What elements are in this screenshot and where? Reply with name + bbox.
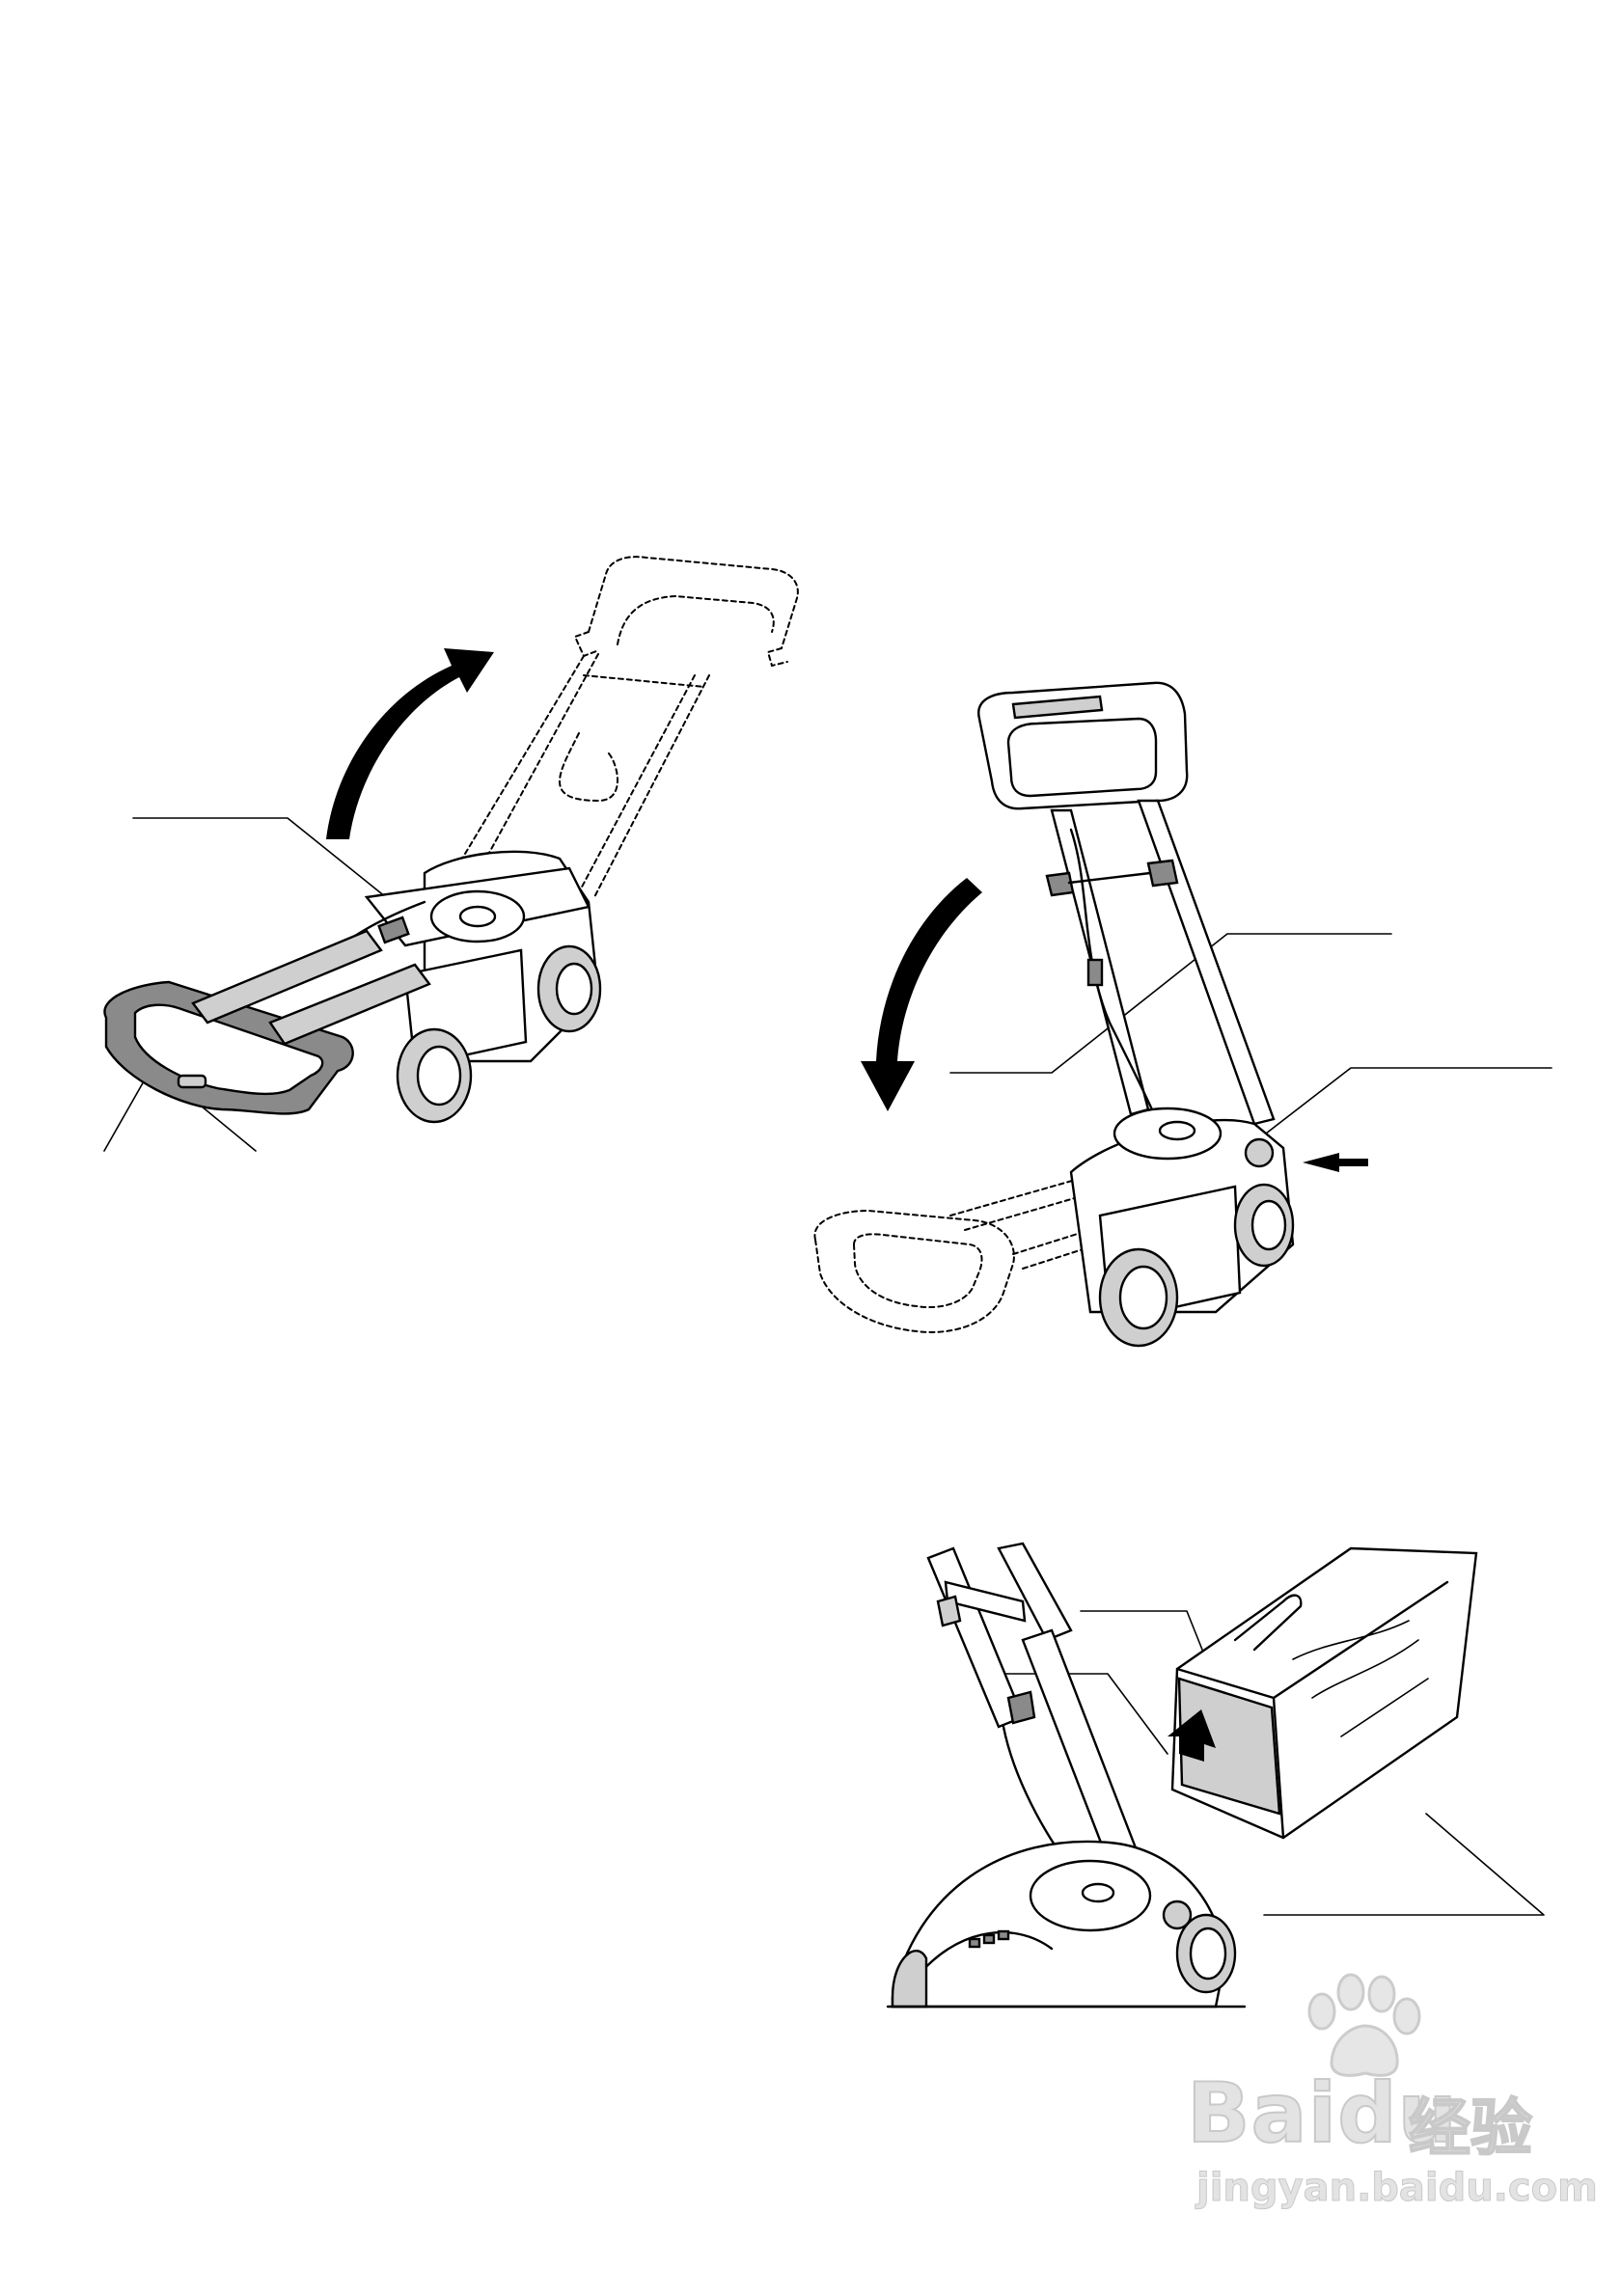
callout-line-3: [949, 933, 1392, 1074]
paw-logo-icon: [1307, 1973, 1421, 2077]
mower-body-1: [316, 850, 602, 1124]
mower-body-2: [1069, 1107, 1295, 1348]
mower-body-3: [886, 1840, 1247, 2009]
callout-line-1: [132, 817, 387, 898]
watermark-url: jingyan.baidu.com: [1196, 2166, 1599, 2211]
grass-box: [1168, 1546, 1478, 1840]
release-knob: [1244, 1137, 1275, 1168]
up-arrow: [1168, 1709, 1216, 1762]
curved-up-arrow: [326, 648, 494, 839]
callout-line-7: [1263, 1813, 1545, 1916]
watermark-cn: 经验: [1408, 2092, 1533, 2166]
watermark: Baidu 经验 jingyan.baidu.com: [1148, 1973, 1598, 2211]
folded-handle: [103, 929, 431, 1115]
watermark-brand: Baidu: [1186, 2064, 1458, 2163]
curved-down-arrow: [861, 878, 982, 1111]
callout-line-4: [1265, 1067, 1552, 1134]
upright-handle: [977, 681, 1276, 1135]
dashed-raised-handle: [453, 556, 799, 898]
left-arrow: [1303, 1153, 1368, 1172]
